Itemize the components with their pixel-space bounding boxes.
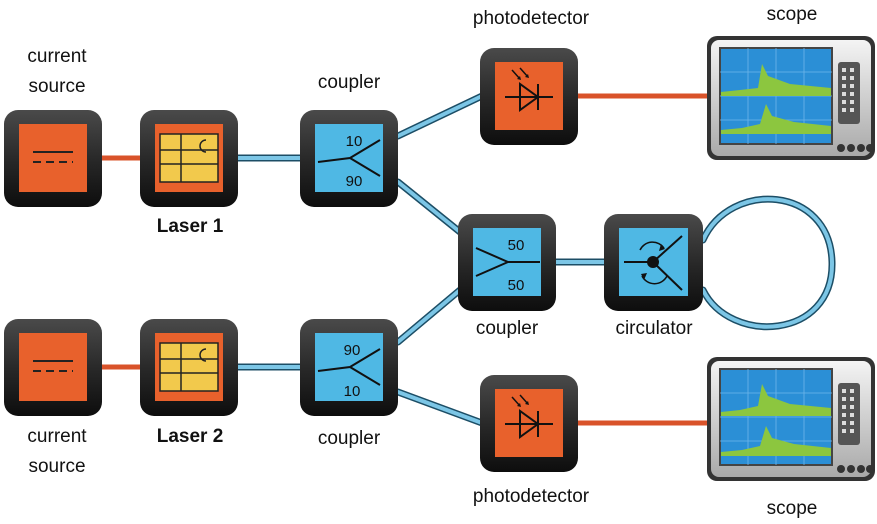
coupler-bottom: 90 10 [300, 319, 398, 416]
label-current-source-top-line1: current [27, 46, 87, 67]
coupler-middle-ratio-upper: 50 [508, 237, 525, 254]
fiber-coupler1-coupler-mid [396, 180, 462, 234]
coupler-middle: 50 50 [458, 214, 556, 311]
label-coupler-bottom: coupler [317, 428, 381, 449]
current-source-top [4, 110, 102, 207]
scope-top [707, 36, 875, 160]
laser-1 [140, 110, 238, 207]
coupler-top-ratio-upper: 10 [346, 133, 363, 150]
photodetector-top [480, 48, 578, 145]
label-photodetector-top: photodetector [472, 8, 590, 29]
coupler-bottom-ratio-upper: 90 [344, 342, 361, 359]
label-coupler-middle: coupler [475, 318, 539, 339]
label-scope-bottom: scope [766, 498, 818, 519]
laser-2 [140, 319, 238, 416]
connections [100, 92, 836, 427]
label-laser-2: Laser 2 [156, 426, 224, 447]
label-coupler-top: coupler [317, 72, 381, 93]
label-photodetector-bottom: photodetector [472, 486, 590, 507]
fiber-coupler2-coupler-mid [396, 288, 462, 344]
circulator [604, 214, 703, 311]
coupler-top: 10 90 [300, 110, 398, 207]
coupler-bottom-ratio-lower: 10 [344, 383, 361, 400]
label-current-source-bottom-line2: source [28, 456, 86, 477]
label-circulator: circulator [615, 318, 693, 339]
coupler-top-ratio-lower: 90 [346, 173, 363, 190]
label-laser-1: Laser 1 [156, 216, 224, 237]
photodetector-bottom [480, 375, 578, 472]
coupler-middle-ratio-lower: 50 [508, 277, 525, 294]
fiber-coupler2-pd2 [396, 390, 484, 425]
label-current-source-top-line2: source [28, 76, 86, 97]
label-scope-top: scope [766, 4, 818, 25]
fiber-loop [701, 197, 835, 329]
current-source-bottom [4, 319, 102, 416]
scope-bottom [707, 357, 875, 481]
fiber-coupler1-pd1 [396, 94, 484, 138]
label-current-source-bottom-line1: current [27, 426, 87, 447]
